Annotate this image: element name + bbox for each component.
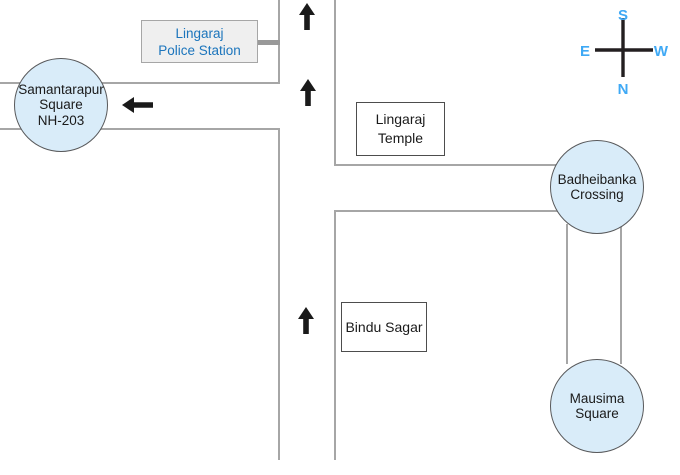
landmark-label-line: Bindu Sagar xyxy=(345,318,423,335)
node-label-line: Crossing xyxy=(570,187,624,202)
road-east-north-edge xyxy=(336,164,560,166)
road-main-west-edge-lower xyxy=(278,128,280,460)
node-label-line: Samantarapur xyxy=(18,81,104,97)
landmark-label-line: Lingaraj xyxy=(375,111,426,127)
node-badheibanka-crossing: Badheibanka Crossing xyxy=(550,140,644,234)
node-label-line: Square xyxy=(39,97,83,113)
road-right-east-edge xyxy=(620,224,622,364)
up-arrow-icon xyxy=(300,79,316,106)
road-west-south-edge xyxy=(0,128,280,130)
road-main-east-edge-upper xyxy=(334,0,336,166)
landmark-bindu-sagar: Bindu Sagar xyxy=(341,302,427,352)
node-mausima-square: Mausima Square xyxy=(550,359,644,453)
landmark-lingaraj-temple: Lingaraj Temple xyxy=(356,102,445,156)
landmark-label-line: Temple xyxy=(377,130,424,146)
node-label-line: Mausima xyxy=(569,390,625,406)
compass-rose-icon: S E W N xyxy=(580,7,669,98)
compass-top-label: S xyxy=(618,7,628,24)
road-west-north-edge xyxy=(0,82,280,84)
road-east-south-edge xyxy=(336,210,560,212)
node-samantarapur-square: Samantarapur Square NH-203 xyxy=(14,58,108,152)
up-arrow-icon xyxy=(298,307,314,334)
landmark-label-line: Lingaraj xyxy=(175,25,224,41)
node-label-line: NH-203 xyxy=(37,112,85,128)
road-main-east-edge-lower xyxy=(334,210,336,460)
node-label-line: Square xyxy=(575,406,619,421)
police-station-road-connector xyxy=(258,40,280,45)
compass-bottom-label: N xyxy=(618,81,629,98)
up-arrow-icon xyxy=(299,3,315,30)
compass-left-label: E xyxy=(580,43,590,60)
landmark-lingaraj-police-station: Lingaraj Police Station xyxy=(141,20,258,63)
road-right-west-edge xyxy=(566,224,568,364)
compass-right-label: W xyxy=(654,43,669,60)
left-arrow-icon xyxy=(122,97,153,113)
node-label-line: Badheibanka xyxy=(557,171,637,187)
landmark-label-line: Police Station xyxy=(158,42,241,58)
